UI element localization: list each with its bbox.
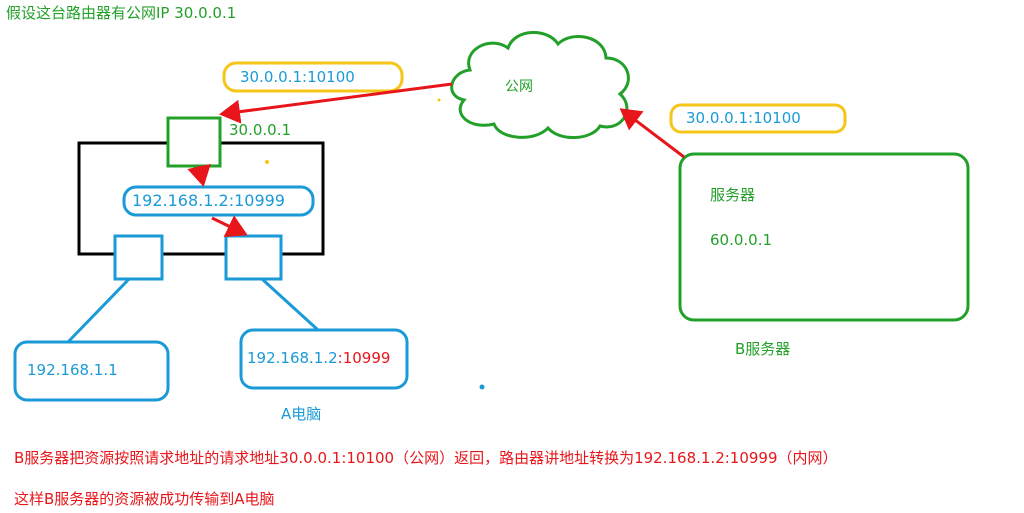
- b-server-title: 服务器: [710, 186, 756, 204]
- stray-dot-yellow: [265, 160, 269, 164]
- router-lan-port-2: [224, 234, 283, 281]
- stray-dot-yellow-2: [437, 98, 441, 102]
- host-2-caption: A电脑: [281, 405, 322, 423]
- stray-dot-blue: [479, 384, 485, 390]
- arrow-cloud-to-router: [219, 82, 453, 124]
- b-server-request-pill: [669, 103, 847, 134]
- internet-cloud: [450, 31, 630, 140]
- b-server-box: [678, 152, 970, 322]
- cloud-label: 公网: [505, 79, 533, 95]
- page-title: 假设这台路由器有公网IP 30.0.0.1: [6, 4, 237, 22]
- router-lan-port-1: [113, 234, 164, 281]
- router-public-ip: 30.0.0.1: [229, 121, 292, 139]
- link-port1-host1: [66, 277, 131, 344]
- host-2-port: :10999: [337, 349, 391, 367]
- b-server-ip: 60.0.0.1: [710, 231, 773, 249]
- b-server-caption: B服务器: [735, 340, 791, 358]
- nat-address-text: 192.168.1.2:10999: [132, 191, 285, 210]
- link-port2-host2: [260, 277, 320, 332]
- host-1-box: [13, 340, 170, 402]
- router-wan-port: [166, 116, 222, 168]
- host-2-address: 192.168.1.2:10999: [247, 351, 390, 366]
- note-line-2: 这样B服务器的资源被成功传输到A电脑: [14, 490, 275, 508]
- nat-address-pill: [122, 185, 315, 217]
- host-2-ip: 192.168.1.2: [247, 349, 338, 367]
- host-1-ip: 192.168.1.1: [27, 361, 118, 379]
- note-line-1: B服务器把资源按照请求地址的请求地址30.0.0.1:10100（公网）返回，路…: [14, 449, 838, 467]
- arrow-nat-to-port2: [211, 215, 248, 237]
- incoming-request-pill: [222, 61, 404, 93]
- arrow-wan-to-nat: [187, 163, 211, 187]
- arrow-bserver-to-cloud: [619, 108, 685, 159]
- b-server-request-text: 30.0.0.1:10100: [686, 109, 801, 127]
- incoming-request-text: 30.0.0.1:10100: [240, 68, 355, 86]
- host-2-box: [239, 328, 409, 390]
